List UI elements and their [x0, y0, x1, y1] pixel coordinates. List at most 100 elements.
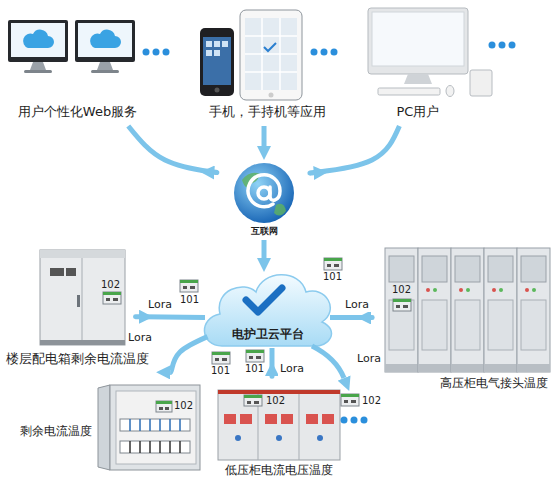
panel-door: [455, 300, 480, 350]
cloud-icon: [90, 30, 121, 48]
monitor-base: [91, 70, 119, 73]
hv-panel: [517, 248, 550, 372]
more-dot: [153, 49, 160, 56]
panel-door: [521, 300, 546, 350]
panel-split: [299, 394, 300, 460]
globe: [234, 163, 294, 223]
hv-panel: [385, 248, 418, 372]
door-split: [82, 258, 83, 340]
cloud-platform: 电护卫云平台: [205, 272, 330, 348]
device-number: 102: [266, 395, 285, 407]
device-port: [256, 356, 261, 359]
connector-arrow: [128, 126, 217, 173]
handle: [77, 295, 80, 307]
more-dot: [489, 42, 496, 49]
panel-door: [422, 300, 447, 350]
monitor-base: [24, 70, 52, 73]
node-label: 电护卫云平台: [232, 327, 304, 342]
app-icon: [222, 41, 228, 47]
device-port: [334, 264, 339, 267]
mounting-plate: [116, 391, 196, 464]
node-label: 互联网: [251, 226, 278, 237]
panel-body: [451, 248, 484, 372]
panel-window: [389, 256, 414, 282]
device-strip: [393, 299, 411, 302]
node-label: 用户个性化Web服务: [18, 104, 137, 120]
connector-arrow: [262, 126, 267, 146]
hv-cabinet: 高压柜电气接头温度: [385, 248, 550, 372]
pc-box: [470, 70, 492, 96]
more-dot: [509, 42, 516, 49]
meter: [50, 268, 64, 276]
rcd-cabinet: 剩余电流温度: [110, 385, 200, 470]
more-dot: [143, 49, 150, 56]
connector-arrow: [136, 314, 205, 320]
distribution-box: 楼层配电箱剩余电流温度: [40, 250, 125, 345]
cabinet-body: [40, 250, 125, 345]
more-dot: [341, 417, 348, 424]
at-symbol: [248, 175, 280, 207]
app-icon: [214, 41, 220, 47]
device-port: [215, 358, 219, 361]
connector-arrow: [269, 348, 274, 376]
device-port: [403, 305, 408, 308]
connector-arrow: [330, 315, 372, 320]
panel-base: [451, 364, 484, 372]
cabinet-top: [40, 250, 125, 258]
meter: [66, 268, 76, 276]
sensor-device: [212, 352, 230, 364]
device-body: [156, 401, 172, 412]
device-number: 101: [180, 294, 199, 306]
device-body: [212, 352, 230, 364]
panel-window: [521, 256, 546, 282]
cloud-shape: [204, 275, 331, 346]
sensor-device: [393, 299, 411, 311]
panel-body: [385, 248, 418, 372]
device-body: [393, 299, 411, 311]
device-strip: [246, 350, 264, 353]
pc-screen: [372, 12, 464, 66]
hv-panel: [484, 248, 517, 372]
mobile-group: 手机，手持机等应用: [195, 8, 340, 126]
lamp: [499, 288, 503, 292]
breaker-row: [120, 419, 190, 431]
device-port: [165, 407, 169, 410]
phone-screen: [203, 37, 231, 85]
sensor-device: [244, 395, 262, 406]
more-dot: [311, 49, 318, 56]
cabinet-door: [98, 385, 110, 470]
panel-door: [389, 300, 414, 350]
panel-body: [517, 248, 550, 372]
device-port: [183, 286, 187, 289]
cabinet-stripe: [218, 390, 340, 394]
device-number: 102: [392, 284, 411, 296]
device-port: [344, 400, 348, 403]
pc-stand: [404, 74, 432, 84]
device-port: [351, 400, 356, 403]
connector-arrow: [310, 126, 400, 173]
node-label: 手机，手持机等应用: [209, 104, 326, 120]
client-group: 用户个性化Web服务: [5, 15, 150, 126]
device-strip: [103, 292, 121, 295]
lamp: [433, 288, 437, 292]
sensor-device: [180, 280, 198, 292]
pc-group: PC用户: [356, 5, 480, 126]
connector-arrow: [262, 240, 267, 258]
sensor-device: [156, 401, 172, 412]
more-dot: [163, 49, 170, 56]
hv-panel: [418, 248, 451, 372]
device-number: 102: [174, 400, 193, 412]
tablet-button: [269, 93, 274, 98]
more-dot: [321, 49, 328, 56]
switch: [235, 435, 241, 441]
device-strip: [324, 258, 342, 261]
monitor-frame: [75, 20, 135, 62]
lamp: [466, 288, 470, 292]
link-label: Lora: [278, 362, 306, 375]
app-icon: [206, 50, 212, 56]
device-strip: [156, 401, 172, 404]
connector-arrow: [170, 337, 207, 373]
more-dot: [499, 42, 506, 49]
